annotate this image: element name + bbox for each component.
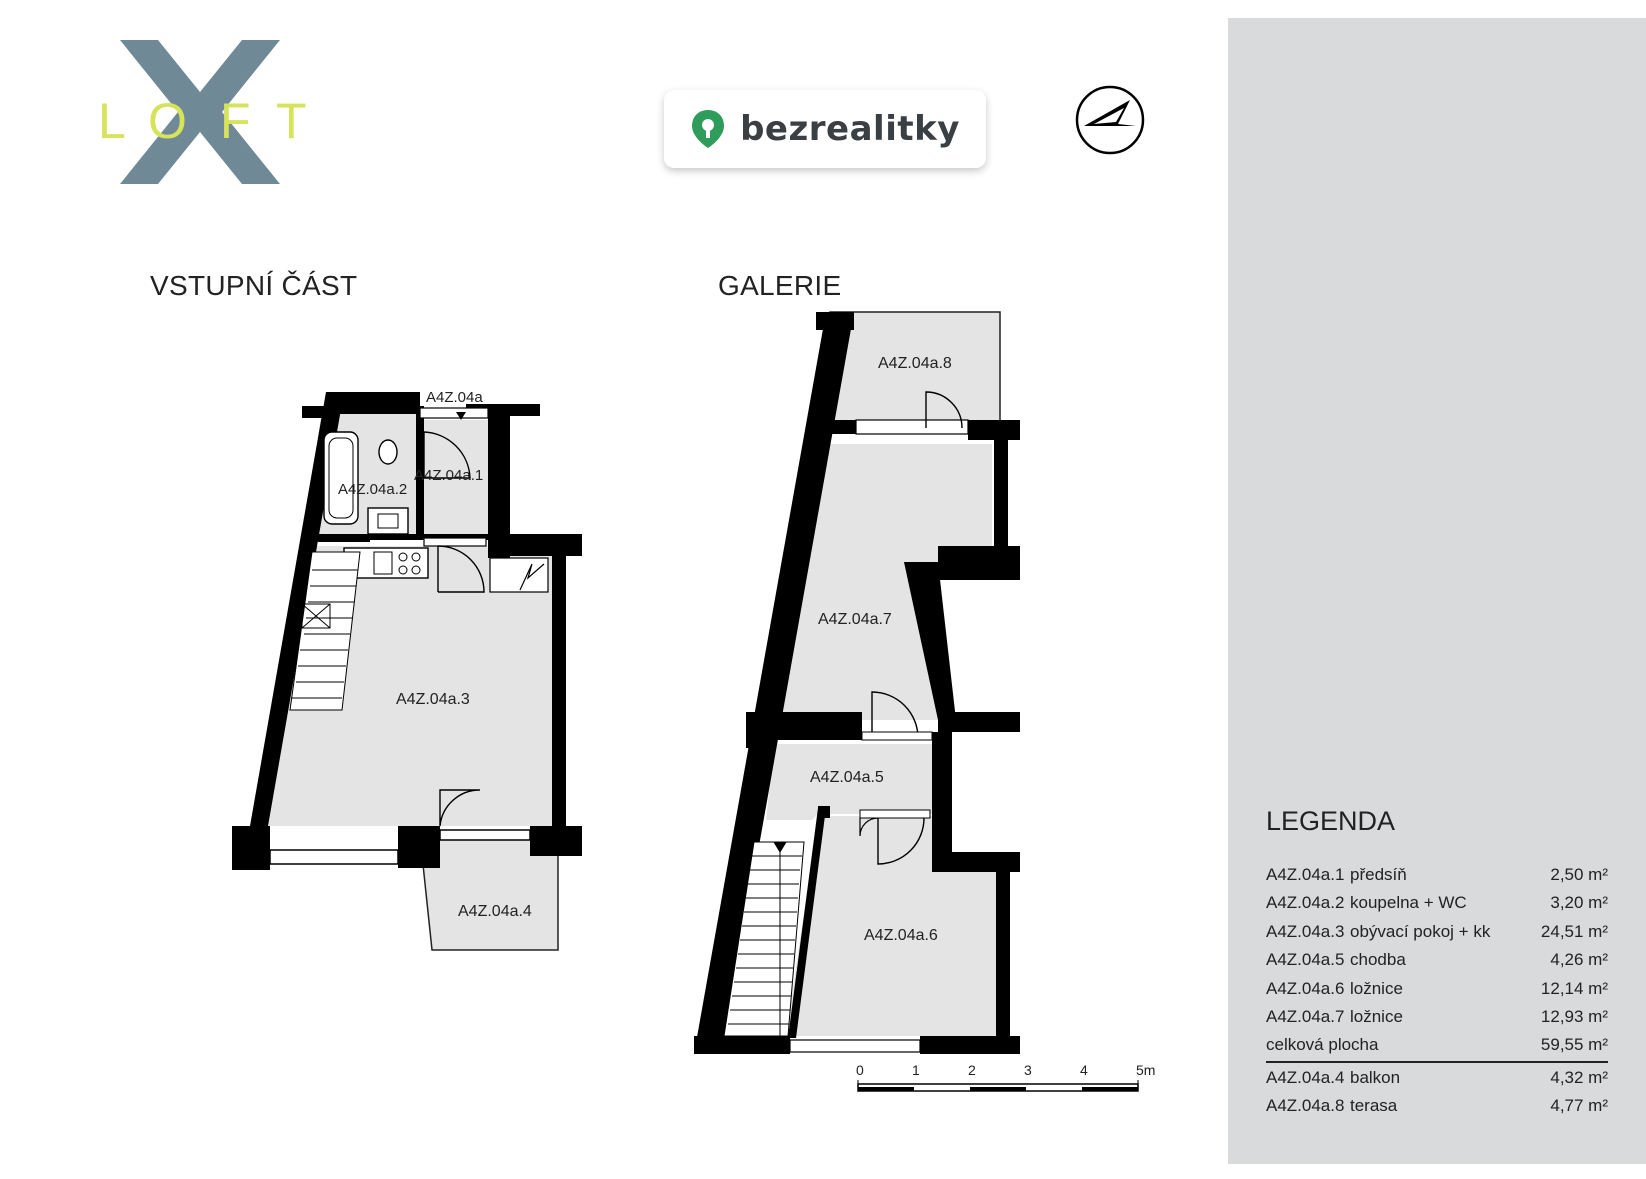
legend-name: koupelna + WC [1350, 893, 1467, 912]
entry-arrow-icon [456, 412, 466, 420]
legend-area: 3,20 m² [1550, 893, 1608, 912]
scale-tick-3: 3 [1024, 1062, 1032, 1078]
legend-row: A4Z.04a.5 chodba 4,26 m² [1266, 950, 1608, 972]
legend-area: 2,50 m² [1550, 865, 1608, 884]
entry-balcony-window [439, 829, 531, 841]
logo-letter-o: O [148, 93, 187, 149]
entry-walls [232, 392, 582, 870]
legend-area: 12,14 m² [1540, 979, 1608, 998]
room-label-a5: A4Z.04a.5 [810, 769, 884, 786]
legend-area: 4,32 m² [1550, 1068, 1608, 1087]
gallery-south-window [789, 1039, 921, 1053]
legend-row: A4Z.04a.1 předsíň 2,50 m² [1266, 865, 1608, 887]
entry-staircase [289, 551, 361, 711]
legend-code: A4Z.04a.8 [1266, 1096, 1345, 1115]
gallery-walls [694, 312, 1020, 1054]
legend-area: 4,26 m² [1550, 950, 1608, 969]
legend-name: terasa [1350, 1096, 1398, 1115]
loft-x-mark [120, 40, 280, 184]
legend-code: A4Z.04a.7 [1266, 1007, 1345, 1026]
legend-code: A4Z.04a.4 [1266, 1068, 1345, 1087]
scale-tick-4: 4 [1080, 1062, 1088, 1078]
room-a1-fill [422, 420, 488, 538]
legend-divider [1266, 1061, 1608, 1063]
logo-letter-t: T [276, 93, 307, 149]
room-a5-fill [766, 744, 932, 820]
gallery-floor-plan: A4Z.04a.8 A4Z.04a.7 A4Z.04a.5 A4Z.04a.6 [694, 311, 1020, 1054]
room-label-a2: A4Z.04a.2 [338, 481, 407, 498]
legend-row: A4Z.04a.2 koupelna + WC 3,20 m² [1266, 893, 1608, 915]
map-pin-icon [692, 110, 725, 148]
legend-code: A4Z.04a.3 [1266, 922, 1345, 941]
entry-plan-title: VSTUPNÍ ČÁST [150, 270, 358, 301]
toilet-icon [378, 439, 398, 465]
room-a7-fill [780, 444, 992, 720]
legend-area: 4,77 m² [1550, 1096, 1608, 1115]
legend-title: LEGENDA [1266, 806, 1396, 836]
legend-code: A4Z.04a.6 [1266, 979, 1345, 998]
brand-name: bezrealitky [740, 109, 960, 149]
entry-floor-plan: A4Z.04a A4Z.04a.1 A4Z.04a.2 A4Z.04a.3 A4… [232, 389, 582, 951]
legend-area: 12,93 m² [1540, 1007, 1608, 1026]
room-label-a6: A4Z.04a.6 [864, 927, 938, 944]
legend-code: A4Z.04a.5 [1266, 950, 1345, 969]
room-label-a4: A4Z.04a.4 [458, 903, 532, 920]
loft-logo: L O F T [98, 40, 307, 184]
room-label-entry: A4Z.04a [426, 389, 483, 406]
legend-name: předsíň [1350, 865, 1407, 884]
legend-code: A4Z.04a.2 [1266, 893, 1345, 912]
entry-south-window [269, 849, 399, 865]
scale-tick-0: 0 [856, 1062, 864, 1078]
terrace-a8-fill [829, 311, 1001, 433]
gallery-terrace-door [855, 419, 969, 435]
legend-name: ložnice [1350, 1007, 1403, 1026]
compass-logo [1075, 85, 1145, 155]
brand-badge[interactable]: bezrealitky [664, 90, 986, 168]
legend-panel [1228, 18, 1646, 1164]
gallery-staircase [723, 841, 805, 1037]
legend-name: chodba [1350, 950, 1406, 969]
logo-letter-f: F [220, 93, 251, 149]
scale-bar: 0 1 2 3 4 5m [856, 1062, 1155, 1092]
logo-letter-l: L [98, 93, 126, 149]
legend-code: A4Z.04a.1 [1266, 865, 1345, 884]
legend-row: A4Z.04a.8 terasa 4,77 m² [1266, 1096, 1608, 1118]
scale-tick-1: 1 [912, 1062, 920, 1078]
legend-name: balkon [1350, 1068, 1401, 1087]
room-label-a1: A4Z.04a.1 [414, 467, 483, 484]
bathtub-icon [323, 431, 359, 525]
legend-total-row: celková plocha 59,55 m² [1266, 1035, 1608, 1057]
legend-total-area: 59,55 m² [1540, 1035, 1608, 1054]
room-label-a7: A4Z.04a.7 [818, 611, 892, 628]
room-label-a8: A4Z.04a.8 [878, 355, 952, 372]
scale-tick-5: 5m [1136, 1062, 1155, 1078]
legend-area: 24,51 m² [1540, 922, 1608, 941]
stair-arrow-icon [773, 841, 787, 853]
legend-row: A4Z.04a.6 ložnice 12,14 m² [1266, 979, 1608, 1001]
legend-total-label: celková plocha [1266, 1035, 1379, 1054]
legend-row: A4Z.04a.4 balkon 4,32 m² [1266, 1068, 1608, 1090]
scale-tick-2: 2 [968, 1062, 976, 1078]
gallery-plan-title: GALERIE [718, 270, 842, 301]
sink-icon [367, 507, 409, 535]
legend-name: obývací pokoj + kk [1350, 922, 1491, 941]
room-label-a3: A4Z.04a.3 [396, 691, 470, 708]
legend-name: ložnice [1350, 979, 1403, 998]
legend-row: A4Z.04a.7 ložnice 12,93 m² [1266, 1007, 1608, 1029]
legend-row: A4Z.04a.3 obývací pokoj + kk 24,51 m² [1266, 922, 1608, 944]
